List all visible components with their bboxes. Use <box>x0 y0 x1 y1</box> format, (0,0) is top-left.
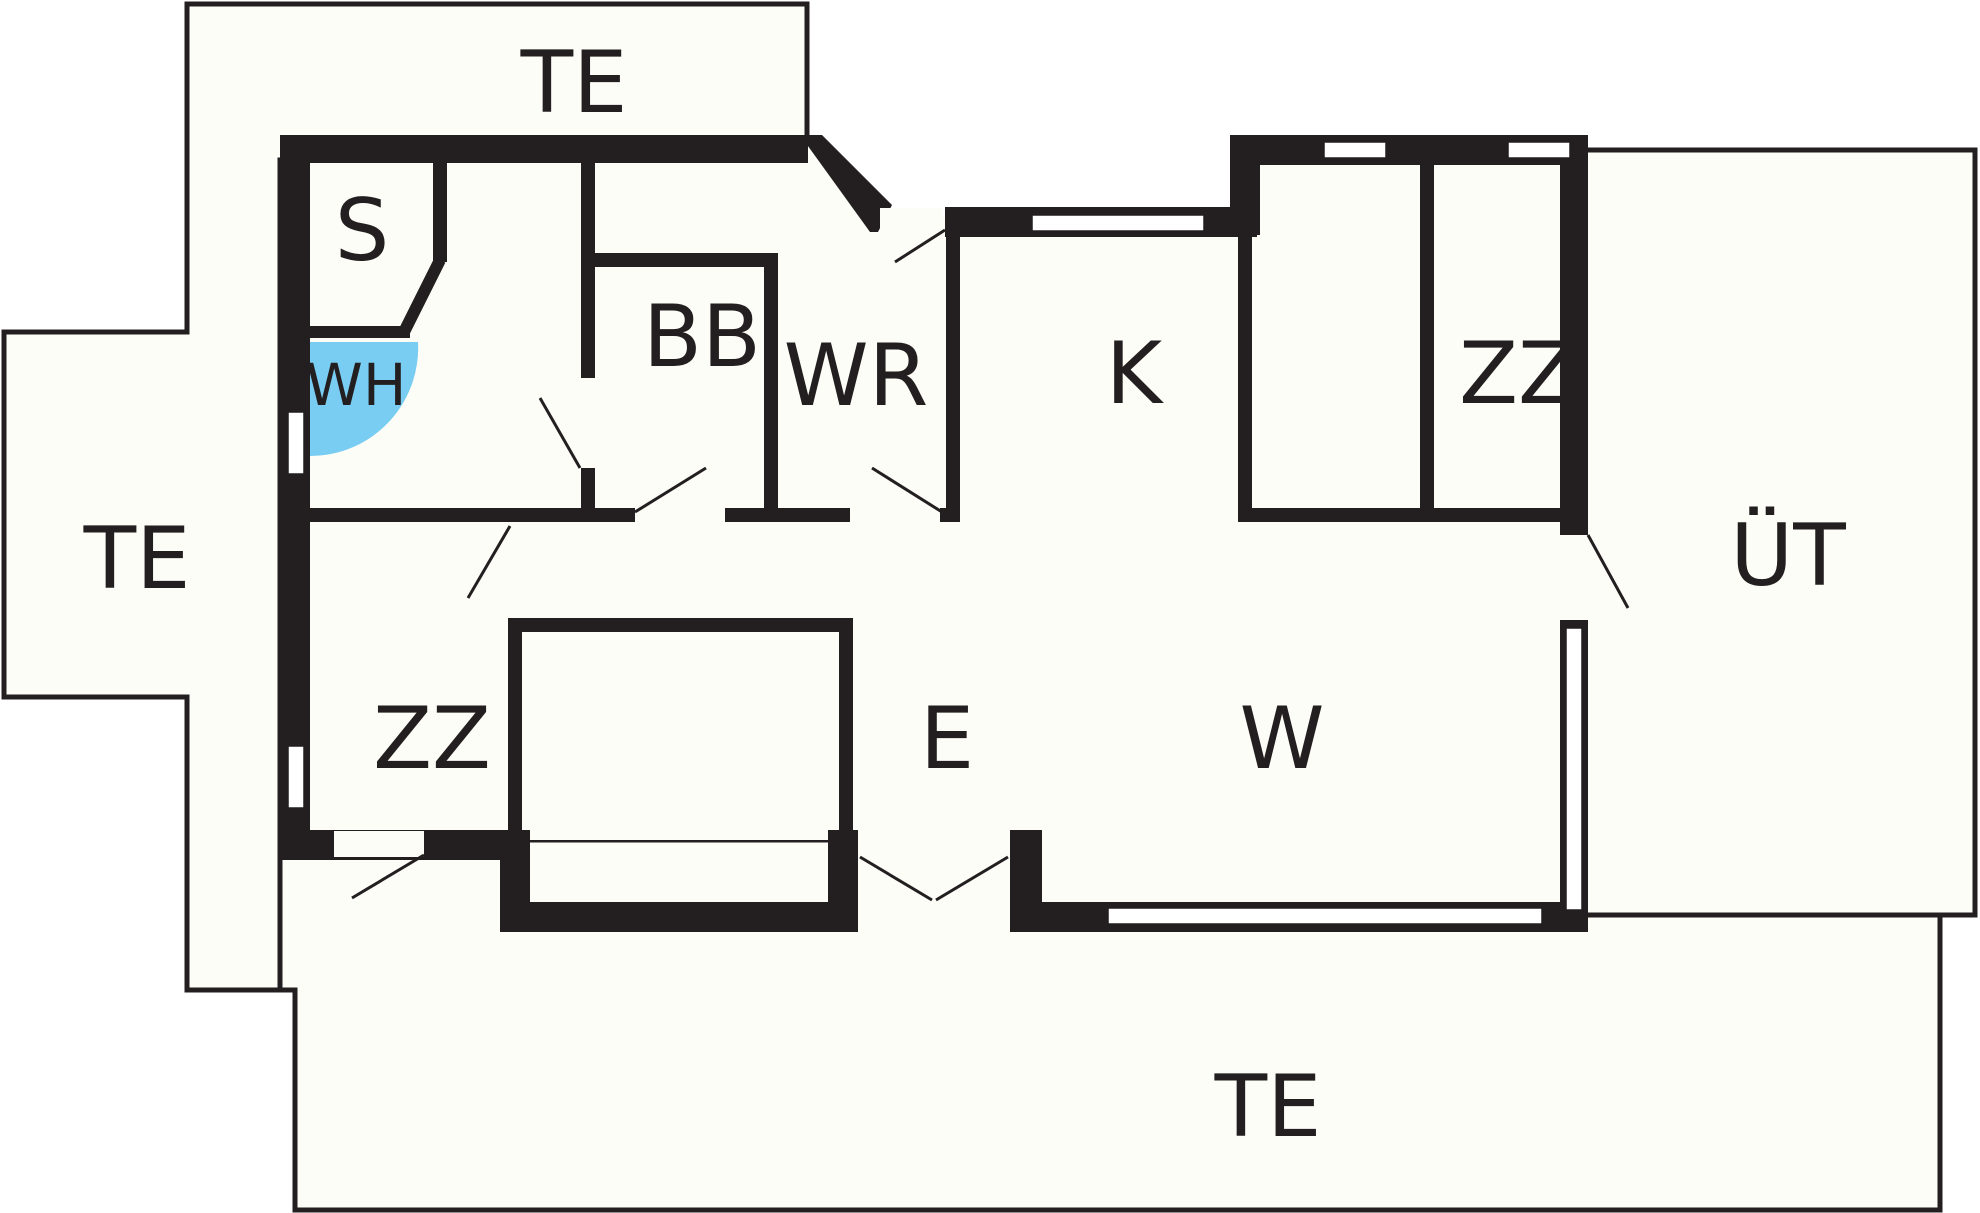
wall-bottom-closet-right <box>828 830 858 932</box>
door-gap-top <box>880 208 942 236</box>
wall-bottom-closet-base <box>500 902 858 932</box>
window-bedroom-2 <box>1507 141 1571 159</box>
door-gap-hall <box>581 378 595 468</box>
door-gap-entrance <box>858 831 1010 857</box>
label-living-room: W <box>1239 689 1324 789</box>
windows <box>287 141 1583 925</box>
door-swing-entrance-right <box>935 855 1009 902</box>
door-gap-toilet <box>850 508 940 522</box>
doors <box>334 208 1630 902</box>
wall-right-upper <box>1560 135 1588 535</box>
terrace-left-area <box>1 1 810 993</box>
label-bedroom-right: ZZ <box>1459 324 1577 424</box>
door-swing-toilet <box>871 466 943 514</box>
walls <box>280 135 1588 932</box>
house-floor <box>285 140 1585 925</box>
door-gap-utility <box>1560 535 1588 620</box>
interior-floor <box>285 140 1585 925</box>
door-gap-bedroom-left <box>508 522 522 618</box>
utility-area <box>1572 147 1978 918</box>
door-swing-bathroom <box>634 466 707 514</box>
window-living-bottom <box>1107 907 1543 925</box>
water-heater-symbol <box>310 342 419 457</box>
label-sauna: S <box>335 181 390 281</box>
wall-closet-right <box>839 618 853 833</box>
label-bathroom: BB <box>643 287 761 387</box>
wall-left <box>280 135 310 860</box>
window-living-right <box>1565 627 1583 911</box>
wall-sauna-diagonal <box>398 257 446 335</box>
door-swing-terrace-left <box>351 853 425 900</box>
label-terrace-bottom: TE <box>1214 1057 1322 1157</box>
window-kitchen <box>1031 214 1205 232</box>
label-terrace-top: TE <box>520 33 628 133</box>
wall-diagonal <box>800 135 892 232</box>
label-water-heater: WH <box>306 351 407 419</box>
wall-closet-top <box>508 618 853 632</box>
window-bedroom-1 <box>1323 141 1387 159</box>
door-swing-bedroom-left <box>466 525 512 599</box>
door-swing-top <box>894 228 946 264</box>
wall-top-left <box>280 135 808 163</box>
label-toilet: WR <box>784 326 929 426</box>
label-terrace-left: TE <box>83 509 191 609</box>
door-swing-hall <box>538 397 582 469</box>
room-labels: TE TE TE ÜT S WH BB WR K ZZ ZZ E W <box>83 33 1847 1157</box>
door-gap-bathroom <box>635 508 725 522</box>
label-bedroom-left: ZZ <box>373 689 491 789</box>
label-kitchen: K <box>1106 324 1165 424</box>
label-entrance: E <box>920 689 974 789</box>
door-swing-entrance-left <box>859 855 933 902</box>
door-gap-terrace-left <box>334 831 424 857</box>
wall-closet-left <box>508 618 522 833</box>
door-swing-utility <box>1586 534 1630 609</box>
window-left-upper <box>287 411 305 475</box>
label-utility: ÜT <box>1730 506 1846 606</box>
window-left-lower <box>287 745 305 809</box>
